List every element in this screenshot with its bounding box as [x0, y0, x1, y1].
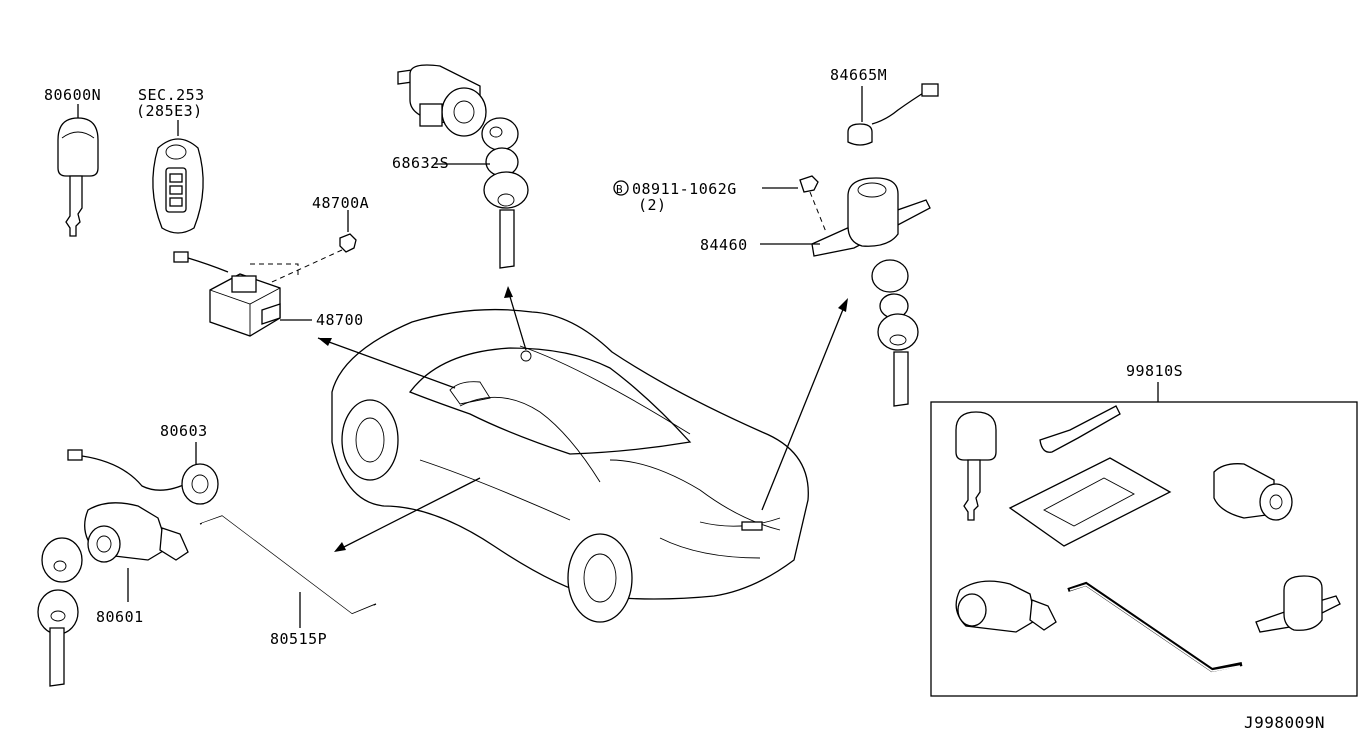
label-sec253: SEC.253	[138, 86, 205, 104]
label-84665m: 84665M	[830, 66, 887, 84]
key-blank-part[interactable]	[57, 117, 99, 237]
label-48700a: 48700A	[312, 194, 369, 212]
remote-key-part[interactable]	[152, 138, 204, 234]
label-bolt-prefix: B	[616, 183, 623, 196]
ignition-switch-part[interactable]	[811, 177, 931, 407]
label-84460: 84460	[700, 236, 748, 254]
antenna-part[interactable]	[847, 83, 939, 146]
label-48700: 48700	[316, 311, 364, 329]
label-80601: 80601	[96, 608, 144, 626]
kit-box[interactable]	[930, 401, 1358, 697]
label-80515p: 80515P	[270, 630, 327, 648]
trunk-cylinder-part[interactable]	[397, 64, 529, 269]
door-ring-part[interactable]	[67, 449, 219, 505]
door-cylinder-part[interactable]	[37, 502, 189, 687]
label-68632s: 68632S	[392, 154, 449, 172]
label-80600n: 80600N	[44, 86, 101, 104]
label-bolt-qty: (2)	[638, 196, 667, 214]
diagram-id: J998009N	[1244, 713, 1325, 732]
rod-part[interactable]	[199, 515, 377, 616]
kit-contents	[955, 405, 1341, 673]
label-08911-1062g: 08911-1062G	[632, 180, 737, 198]
callout-arrows	[317, 286, 848, 552]
immobilizer-module-part[interactable]	[173, 251, 281, 337]
label-285e3: (285E3)	[136, 102, 203, 120]
screw-part[interactable]	[339, 233, 357, 253]
label-80603: 80603	[160, 422, 208, 440]
label-99810s: 99810S	[1126, 362, 1183, 380]
vehicle-illustration	[331, 308, 809, 623]
bolt-part[interactable]	[799, 175, 819, 193]
